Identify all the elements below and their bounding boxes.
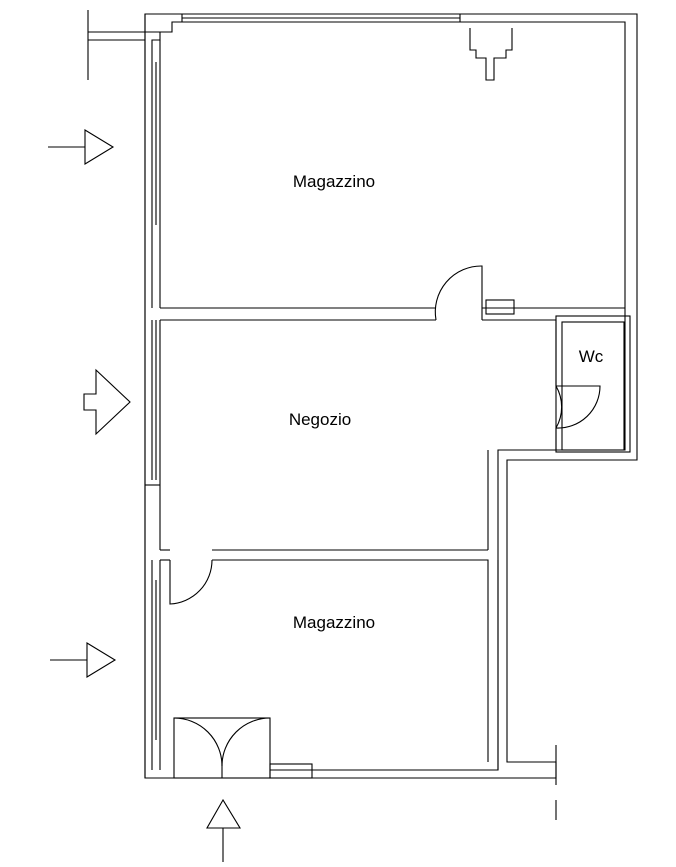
top-left-stub [87, 10, 182, 80]
room-label-storage-bottom: Magazzino [293, 613, 375, 632]
top-window [181, 13, 461, 23]
threshold [269, 763, 313, 779]
outer-wall-line [144, 13, 638, 779]
door-swing-top [434, 265, 483, 321]
room-label-wc: Wc [579, 347, 604, 366]
arrow-left-main [83, 368, 131, 436]
wc-room-walls [555, 315, 631, 453]
arrow-left-bottom [50, 642, 117, 678]
arrow-bottom [206, 798, 241, 862]
left-facade [145, 40, 161, 770]
outer-wall-inner-line [182, 21, 626, 771]
room-label-storage-top: Magazzino [293, 172, 375, 191]
shop-right-wall [487, 449, 556, 550]
wall-shop-bottom-storage [160, 549, 499, 770]
arrow-left-top [48, 129, 115, 165]
wall-top-storage-shop [160, 265, 625, 321]
room-label-shop: Negozio [289, 410, 351, 429]
small-duct [485, 299, 515, 315]
entrance-double-door [173, 717, 313, 779]
outer-walls [144, 13, 638, 779]
door-swing-middle [169, 559, 213, 605]
chimney [469, 28, 513, 81]
door-swing-wc [555, 385, 563, 429]
